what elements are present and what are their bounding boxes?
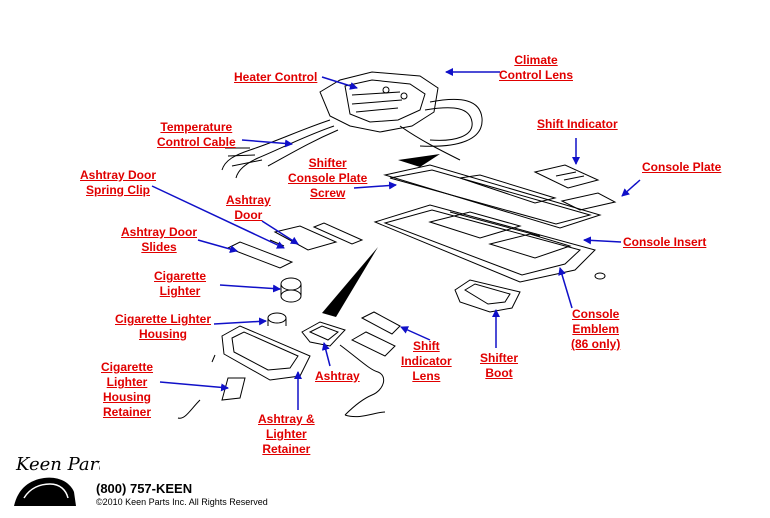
label-temperature-control-cable[interactable]: Temperature Control Cable <box>157 120 236 150</box>
shift-indicator-lens-part <box>339 311 401 418</box>
label-line: Shift <box>413 339 440 353</box>
arrow-spring-clip <box>151 185 285 249</box>
arrow-console-plate <box>621 179 641 197</box>
direction-arrow-middle <box>322 247 378 317</box>
arrow-temperature-cable <box>241 139 293 148</box>
heater-control-part <box>319 71 439 133</box>
ashtray-door-part <box>273 225 338 251</box>
label-line: Cigarette Lighter <box>115 312 212 326</box>
arrow-plate-screw <box>353 181 397 190</box>
console-plate-part <box>383 164 602 229</box>
arrow-housing-retainer <box>159 381 229 392</box>
arrow-indicator-lens <box>400 326 431 341</box>
label-line: Cigarette <box>154 269 207 283</box>
label-shifter-console-plate-screw[interactable]: Shifter Console Plate Screw <box>288 156 367 201</box>
label-ashtray-door-slides[interactable]: Ashtray Door Slides <box>121 225 197 255</box>
label-line: Retainer <box>102 405 152 419</box>
arrow-lighter-housing <box>213 317 267 326</box>
label-line: (86 only) <box>571 337 621 351</box>
label-line: Boot <box>485 366 513 380</box>
label-console-insert[interactable]: Console Insert <box>623 235 706 250</box>
label-line: Lighter <box>106 375 148 389</box>
label-line: Lighter <box>159 284 201 298</box>
label-line: Slides <box>141 240 177 254</box>
label-heater-control[interactable]: Heater Control <box>234 70 317 85</box>
arrow-ashtray <box>321 342 331 367</box>
arrow-heater-control <box>321 76 358 90</box>
direction-arrow-top <box>398 154 440 167</box>
label-ashtray-lighter-retainer[interactable]: Ashtray & Lighter Retainer <box>258 412 315 457</box>
label-shift-indicator-lens[interactable]: Shift Indicator Lens <box>401 339 452 384</box>
console-plate-small-part <box>560 192 617 211</box>
label-line: Cigarette <box>101 360 154 374</box>
callout-arrows <box>151 68 641 410</box>
label-line: Heater Control <box>234 70 318 84</box>
label-line: Climate <box>514 53 558 67</box>
label-shifter-boot[interactable]: Shifter Boot <box>480 351 518 381</box>
label-line: Control Cable <box>157 135 236 149</box>
label-line: Indicator <box>401 354 452 368</box>
label-line: Console Plate <box>642 160 722 174</box>
label-line: Control Lens <box>499 68 573 82</box>
label-line: Screw <box>310 186 346 200</box>
arrow-console-insert <box>583 236 622 245</box>
label-line: Shifter <box>480 351 519 365</box>
arrow-console-emblem <box>558 267 573 309</box>
label-line: Console Insert <box>623 235 707 249</box>
label-line: Door <box>234 208 263 222</box>
copyright-notice: ©2010 Keen Parts Inc. All Rights Reserve… <box>96 497 268 507</box>
label-shift-indicator[interactable]: Shift Indicator <box>537 117 618 132</box>
label-cigarette-lighter[interactable]: Cigarette Lighter <box>154 269 206 299</box>
label-ashtray[interactable]: Ashtray <box>315 369 360 384</box>
label-console-emblem[interactable]: Console Emblem (86 only) <box>571 307 620 352</box>
logo-artwork: Keen Parts <box>14 454 115 506</box>
label-climate-control-lens[interactable]: Climate Control Lens <box>499 53 573 83</box>
car-silhouette-icon <box>14 477 76 506</box>
phone-number[interactable]: (800) 757-KEEN <box>96 481 193 496</box>
label-line: Lens <box>412 369 441 383</box>
console-insert-part <box>373 204 596 283</box>
parts-artwork <box>177 71 617 419</box>
label-line: Ashtray <box>315 369 360 383</box>
cigarette-lighter-part <box>267 277 302 326</box>
label-line: Temperature <box>160 120 233 134</box>
label-line: Console Plate <box>288 171 368 185</box>
label-cigarette-lighter-housing[interactable]: Cigarette Lighter Housing <box>115 312 211 342</box>
label-ashtray-door-spring-clip[interactable]: Ashtray Door Spring Clip <box>80 168 156 198</box>
label-line: Console <box>572 307 620 321</box>
label-line: Shift Indicator <box>537 117 618 131</box>
label-line: Ashtray Door <box>80 168 157 182</box>
label-line: Lighter <box>266 427 307 441</box>
keen-parts-logo: Keen Parts <box>10 448 115 515</box>
label-line: Housing <box>103 390 151 404</box>
shift-indicator-part <box>533 164 600 189</box>
label-line: Shifter <box>308 156 347 170</box>
label-line: Retainer <box>262 442 311 456</box>
label-cigarette-lighter-housing-retainer[interactable]: Cigarette Lighter Housing Retainer <box>101 360 153 420</box>
label-console-plate[interactable]: Console Plate <box>642 160 721 175</box>
label-line: Ashtray <box>226 193 271 207</box>
label-ashtray-door[interactable]: Ashtray Door <box>226 193 271 223</box>
label-line: Housing <box>139 327 187 341</box>
label-line: Emblem <box>572 322 620 336</box>
label-line: Ashtray & <box>258 412 315 426</box>
shifter-boot-part <box>454 279 521 313</box>
arrow-cigarette-lighter <box>219 284 281 293</box>
label-line: Ashtray Door <box>121 225 198 239</box>
arrow-door-slides <box>197 239 238 253</box>
label-line: Spring Clip <box>86 183 150 197</box>
cables <box>221 98 483 179</box>
ashtray-door-slide <box>312 222 364 245</box>
logo-text: Keen Parts <box>15 454 100 475</box>
emblem-part <box>594 272 606 280</box>
ashtray-part <box>301 321 346 347</box>
arrow-ashtray-door <box>261 220 299 245</box>
ashtray-door-slide-2 <box>226 241 294 269</box>
